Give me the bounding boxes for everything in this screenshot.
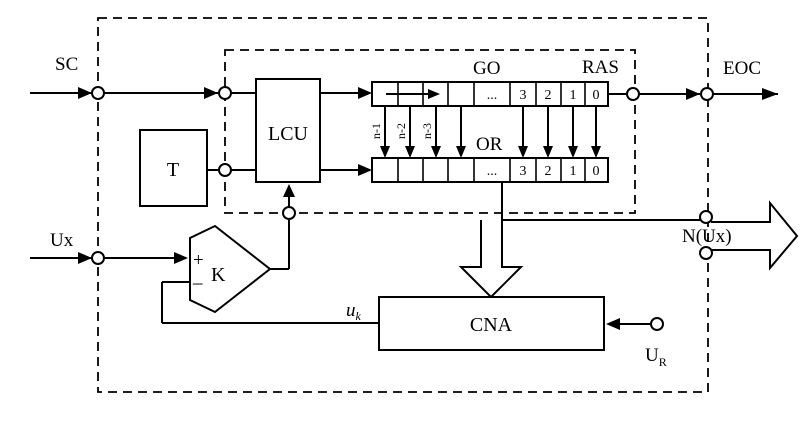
t-inner-pin bbox=[218, 163, 232, 177]
sc-inner-pin bbox=[218, 86, 232, 100]
or-label: OR bbox=[476, 134, 503, 155]
bit-label-n-2: n-2 bbox=[394, 123, 408, 139]
or-cell-3: 3 bbox=[520, 164, 527, 179]
eoc-pin bbox=[700, 87, 714, 101]
or-cell-1: 1 bbox=[570, 164, 577, 179]
or-cell-dots: ... bbox=[487, 164, 498, 179]
bus-pin-bottom bbox=[699, 246, 713, 260]
comparator-k bbox=[189, 224, 272, 314]
n-ux-bus-arrow bbox=[711, 200, 799, 271]
go-cell-1: 1 bbox=[570, 88, 577, 103]
or-cell-0: 0 bbox=[593, 164, 600, 179]
bit-label-n-3: n-3 bbox=[420, 123, 434, 139]
go-cell-0: 0 bbox=[593, 88, 600, 103]
sc-label: SC bbox=[55, 54, 78, 75]
n-ux-label: N(Ux) bbox=[682, 226, 732, 247]
ras-label: RAS bbox=[582, 57, 619, 78]
comparator-plus: + bbox=[193, 250, 204, 271]
eoc-label: EOC bbox=[723, 58, 761, 79]
ur-pin bbox=[650, 317, 664, 331]
bit-lines bbox=[380, 106, 601, 158]
lcu-label: LCU bbox=[268, 123, 309, 145]
ux-label: Ux bbox=[50, 230, 74, 251]
t-label: T bbox=[167, 159, 179, 181]
comparator-k-label: K bbox=[211, 264, 226, 286]
t-block bbox=[139, 129, 208, 207]
sc-pin bbox=[91, 86, 105, 100]
or-register: ... 3 2 1 0 bbox=[371, 157, 609, 183]
go-register: ... 3 2 1 0 bbox=[371, 81, 609, 107]
go-cell-2: 2 bbox=[545, 88, 552, 103]
go-label: GO bbox=[473, 58, 500, 79]
go-cell-dots: ... bbox=[487, 88, 498, 103]
bit-label-n-1: n-1 bbox=[369, 123, 383, 139]
comparator-minus: _ bbox=[192, 266, 203, 287]
lcu-block bbox=[255, 78, 321, 183]
go-cell-3: 3 bbox=[520, 88, 527, 103]
comparator-out-pin bbox=[282, 206, 296, 220]
cna-label: CNA bbox=[470, 314, 513, 336]
ur-label: UR bbox=[645, 345, 667, 369]
outer-boundary bbox=[97, 17, 709, 393]
bus-pin-top bbox=[699, 210, 713, 224]
uk-label: uk bbox=[346, 300, 362, 323]
ux-pin bbox=[91, 251, 105, 265]
ras-pin bbox=[626, 87, 640, 101]
cna-bus-arrow bbox=[458, 220, 524, 299]
or-cell-2: 2 bbox=[545, 164, 552, 179]
